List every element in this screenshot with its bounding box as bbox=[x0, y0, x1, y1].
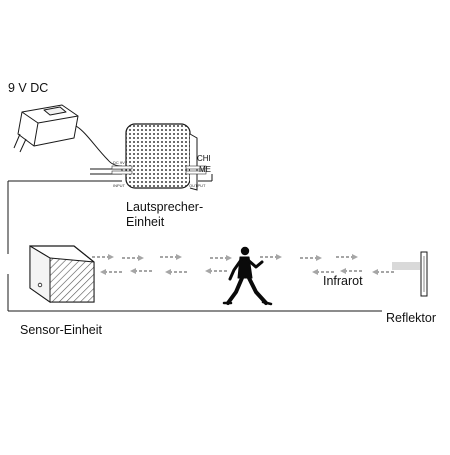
power-label: 9 V DC bbox=[8, 81, 48, 95]
infrared-arrow-out-0 bbox=[92, 254, 114, 260]
port-output-label: OUTPUT bbox=[189, 183, 206, 188]
speaker-label-line1: Lautsprecher- bbox=[126, 200, 203, 214]
infrared-arrow-back-0 bbox=[100, 269, 122, 275]
reflector-label: Reflektor bbox=[386, 311, 436, 325]
infrared-arrow-out-6 bbox=[336, 254, 358, 260]
reflector-icon bbox=[392, 251, 428, 297]
infrared-arrow-back-6 bbox=[372, 269, 394, 275]
chime-label-line1: CHI bbox=[197, 154, 211, 163]
infrared-arrow-out-3 bbox=[210, 255, 232, 261]
infrared-arrow-back-1 bbox=[130, 268, 152, 274]
sensor-unit-icon bbox=[29, 245, 95, 303]
wiring bbox=[7, 168, 382, 312]
port-dc9v-label: DC 9V bbox=[113, 160, 125, 165]
infrared-arrow-out-1 bbox=[122, 255, 144, 261]
infrared-arrow-back-4 bbox=[312, 269, 334, 275]
infrared-arrow-back-2 bbox=[165, 269, 187, 275]
speaker-grille-icon bbox=[111, 123, 207, 191]
infrared-arrow-out-2 bbox=[160, 254, 182, 260]
port-input-label: INPUT bbox=[113, 183, 126, 188]
infrared-arrow-back-3 bbox=[205, 268, 227, 274]
speaker-label-line2: Einheit bbox=[126, 215, 165, 229]
infrared-label: Infrarot bbox=[323, 274, 363, 288]
sensor-label: Sensor-Einheit bbox=[20, 323, 103, 337]
chime-label-line2: ME bbox=[199, 165, 211, 174]
infrared-arrow-back-5 bbox=[340, 268, 362, 274]
infrared-beams bbox=[92, 254, 394, 275]
walking-person-icon bbox=[222, 246, 273, 306]
power-adapter-icon bbox=[13, 104, 123, 167]
infrared-arrow-out-4 bbox=[260, 254, 282, 260]
infrared-arrow-out-5 bbox=[300, 255, 322, 261]
